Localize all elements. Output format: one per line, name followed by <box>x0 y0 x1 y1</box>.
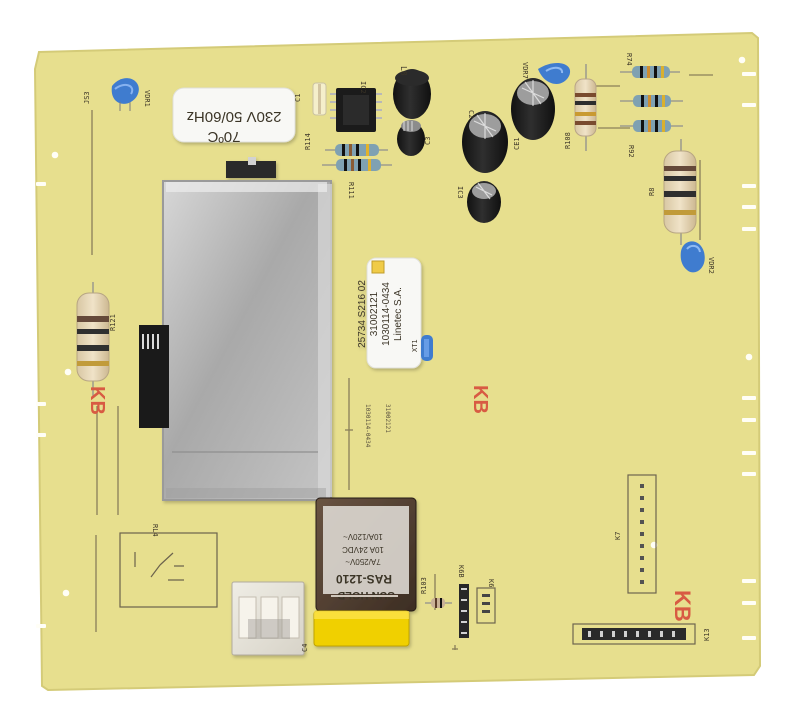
voltage-line-2: 70ºC <box>207 128 240 145</box>
kb-mark-left: KB <box>86 386 108 415</box>
mount-hole-top-left <box>51 151 59 159</box>
label-c2: C2 <box>467 110 475 118</box>
label-c4: C4 <box>301 644 309 652</box>
k13-connector <box>572 623 696 645</box>
mount-hole-mid-right <box>745 353 753 361</box>
label-c3: C3 <box>424 137 432 145</box>
rl4-outline <box>119 532 218 608</box>
board-code-1: 1030114-0434 <box>364 404 371 448</box>
r111-resistor <box>322 159 392 171</box>
vdr1-capacitor <box>111 78 139 111</box>
label-r92: R92 <box>627 145 635 158</box>
label-l8: L8 <box>399 66 408 76</box>
r121-resistor <box>76 282 110 398</box>
relay-line-2: 10A 24VDC <box>342 545 384 554</box>
voltage-line-1: 230V 50/60Hz <box>186 108 281 125</box>
label-c1: C1 <box>294 94 302 102</box>
ic2-chip <box>330 88 382 132</box>
label-r111: R111 <box>347 182 355 199</box>
serial-line-4: 25734 S216 02 <box>357 280 368 348</box>
label-k6b: K6B <box>457 565 465 578</box>
label-ic3: IC3 <box>456 186 464 199</box>
c3-capacitor <box>397 120 425 156</box>
label-vdr1: VDR1 <box>143 90 151 107</box>
r8-resistor <box>663 139 697 245</box>
label-k7: K7 <box>614 532 622 540</box>
relay-model: RAS-1210 <box>336 572 392 586</box>
k6b-header <box>459 584 469 638</box>
label-ic2: IC2 <box>359 81 367 94</box>
r114-resistor <box>325 144 388 156</box>
white-connector <box>231 581 305 656</box>
label-r8: R8 <box>648 188 656 196</box>
k7-connector <box>627 474 657 594</box>
voltage-sticker: 230V 50/60Hz 70ºC <box>172 87 296 145</box>
r92-resistor <box>620 120 683 132</box>
board-code-2: 31002121 <box>384 404 391 433</box>
label-r121: R121 <box>109 314 117 331</box>
ce1-capacitor <box>511 78 555 140</box>
label-r103: R103 <box>420 577 428 594</box>
small-markings: 1030114-0434 31002121 <box>364 404 391 448</box>
relay-line-3: 7A/250V~ <box>345 557 381 566</box>
xt1-crystal <box>421 335 433 361</box>
edge-slots-right <box>742 72 756 640</box>
relay-left-under-shield <box>139 325 169 428</box>
label-vdr2: VDR2 <box>707 257 715 274</box>
label-k13: K13 <box>703 628 711 641</box>
kb-mark-right: KB <box>670 590 695 622</box>
vdr7-capacitor <box>538 62 571 84</box>
r74-resistor <box>620 66 680 78</box>
c4-capacitor <box>313 610 410 647</box>
relay-line-1: 10A/120V~ <box>343 532 383 541</box>
ic3-capacitor <box>467 181 501 223</box>
label-r114: R114 <box>304 133 312 150</box>
resistor-mid-top-right <box>620 95 683 107</box>
r108-resistor <box>574 64 597 151</box>
serial-line-3: 31002121 <box>369 291 380 336</box>
r103-resistor <box>425 598 452 608</box>
mount-hole-top-right <box>738 56 746 64</box>
label-r74: R74 <box>625 53 633 66</box>
sun-hold-relay: 10A/120V~ 10A 24VDC 7A/250V~ RAS-1210 SU… <box>315 497 417 612</box>
serial-sticker: Linetec S.A. 1030114-0434 31002121 25734… <box>357 257 422 369</box>
label-r108: R108 <box>564 132 572 149</box>
vdr2-capacitor <box>680 241 705 273</box>
label-ce1: CE1 <box>513 137 521 150</box>
serial-line-1: Linetec S.A. <box>393 287 404 341</box>
edge-slots-left <box>36 182 46 628</box>
mount-hole-bottom-left <box>62 589 70 597</box>
serial-line-2: 1030114-0434 <box>381 282 392 346</box>
label-xt1: XT1 <box>411 339 419 352</box>
c1-capacitor <box>312 82 327 116</box>
c2-capacitor <box>462 111 508 173</box>
kb-mark-center: KB <box>469 385 491 414</box>
label-rl4: RL4 <box>151 524 159 537</box>
label-k6: K6 <box>487 579 495 587</box>
metal-shield <box>162 157 332 501</box>
label-vdr7: VDR7 <box>521 62 529 79</box>
l8-inductor <box>393 69 431 119</box>
k6-header <box>476 587 496 624</box>
label-js3: JS3 <box>83 91 91 104</box>
mount-hole-mid-left <box>64 368 72 376</box>
